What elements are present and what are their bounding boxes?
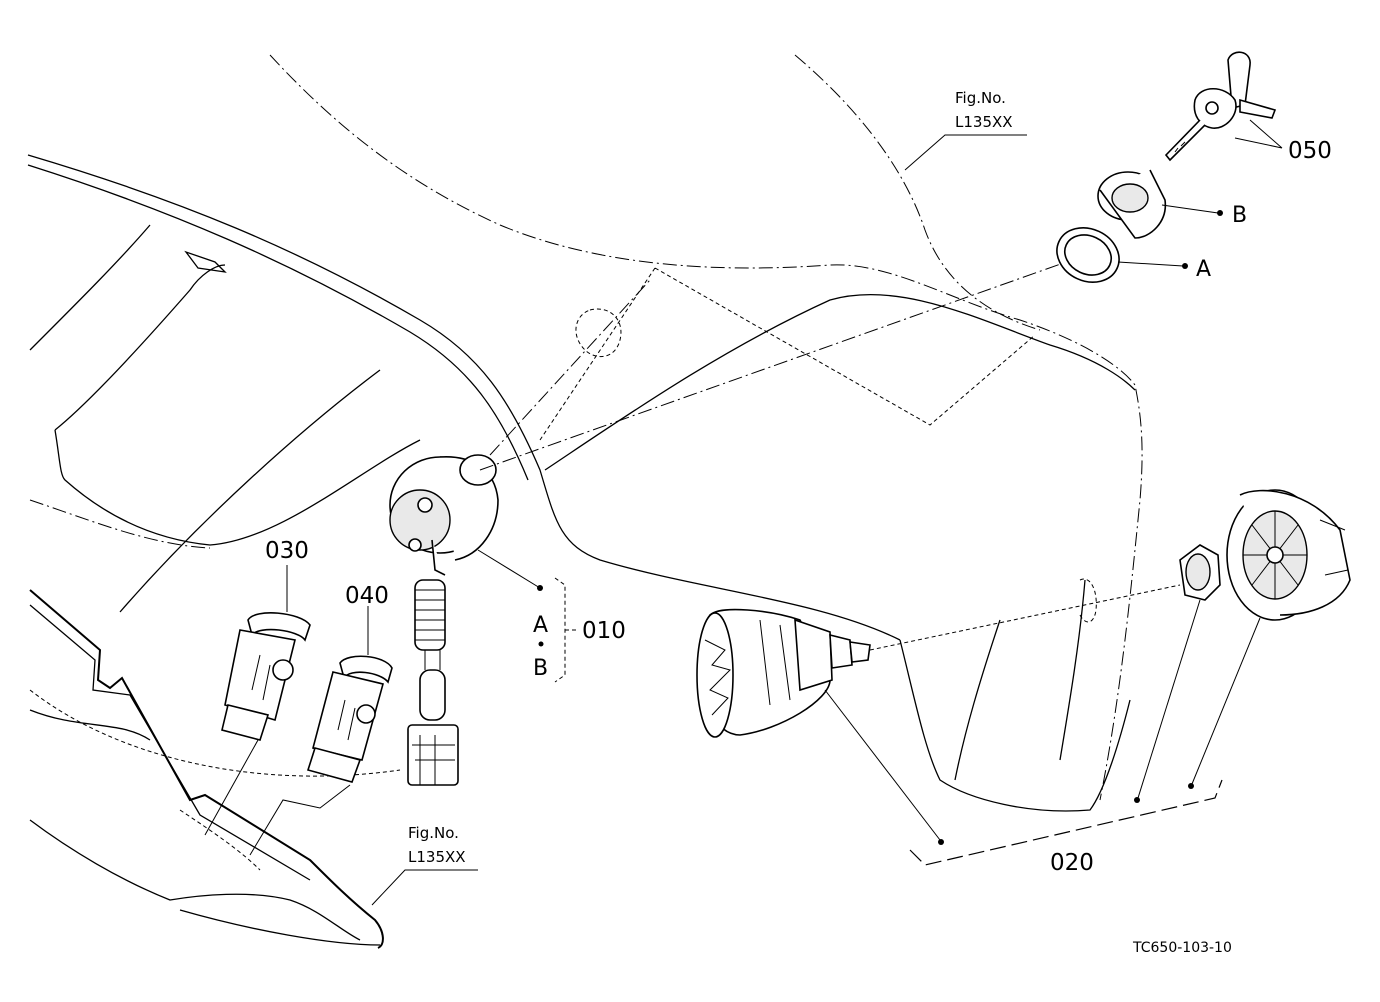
ref-dot-010 — [538, 641, 544, 647]
bracket-020 — [909, 779, 1223, 866]
label-part-020: 020 — [1050, 850, 1094, 876]
dot-020-nut — [1134, 797, 1140, 803]
bracket-010 — [554, 577, 578, 683]
bezel-nut — [1097, 169, 1166, 239]
leader-040 — [249, 606, 369, 856]
label-ref-b-010: B — [533, 656, 548, 681]
dot-020-body — [938, 839, 944, 845]
switch-body-020 — [696, 608, 871, 738]
leader-ref-a — [1117, 261, 1184, 267]
leader-020-nut — [1137, 599, 1201, 799]
fig-ref-lower-line1: Fig.No. — [408, 824, 459, 842]
switch-040 — [306, 655, 393, 783]
leader-010 — [477, 549, 541, 589]
fig-ref-upper-line1: Fig.No. — [955, 89, 1006, 107]
dot-ref-b — [1217, 210, 1223, 216]
label-ref-b: B — [1232, 203, 1247, 228]
leader-050 — [1234, 119, 1283, 149]
leader-ref-b — [1161, 204, 1219, 214]
drawing-code: TC650-103-10 — [1132, 940, 1232, 956]
dashboard-outline — [27, 54, 1143, 949]
cutout-frame — [539, 267, 1036, 441]
fig-ref-upper-line2: L135XX — [955, 113, 1013, 131]
leader-030 — [204, 565, 288, 836]
axis-line-020 — [869, 584, 1181, 651]
label-part-040: 040 — [345, 583, 389, 609]
lock-nut — [1179, 544, 1221, 601]
dot-020-bezel — [1188, 783, 1194, 789]
label-part-050: 050 — [1288, 138, 1332, 164]
leader-fig-upper — [904, 134, 1027, 171]
fig-ref-lower-line2: L135XX — [408, 848, 466, 866]
ignition-switch-010 — [389, 454, 499, 786]
label-part-030: 030 — [265, 538, 309, 564]
label-ref-a: A — [1196, 257, 1211, 282]
dot-ref-a — [1182, 263, 1188, 269]
leader-020-body — [824, 689, 941, 841]
label-ref-a-010: A — [533, 613, 548, 638]
axis-line-switch — [479, 249, 1101, 471]
label-part-010: 010 — [582, 618, 626, 644]
leader-dot-010 — [537, 585, 543, 591]
leader-fig-lower — [371, 869, 478, 906]
leader-020-bezel — [1191, 617, 1261, 785]
switch-030 — [221, 612, 311, 741]
large-bezel — [1226, 489, 1351, 621]
ring-washer — [1056, 227, 1120, 283]
keys-050 — [1164, 51, 1277, 162]
